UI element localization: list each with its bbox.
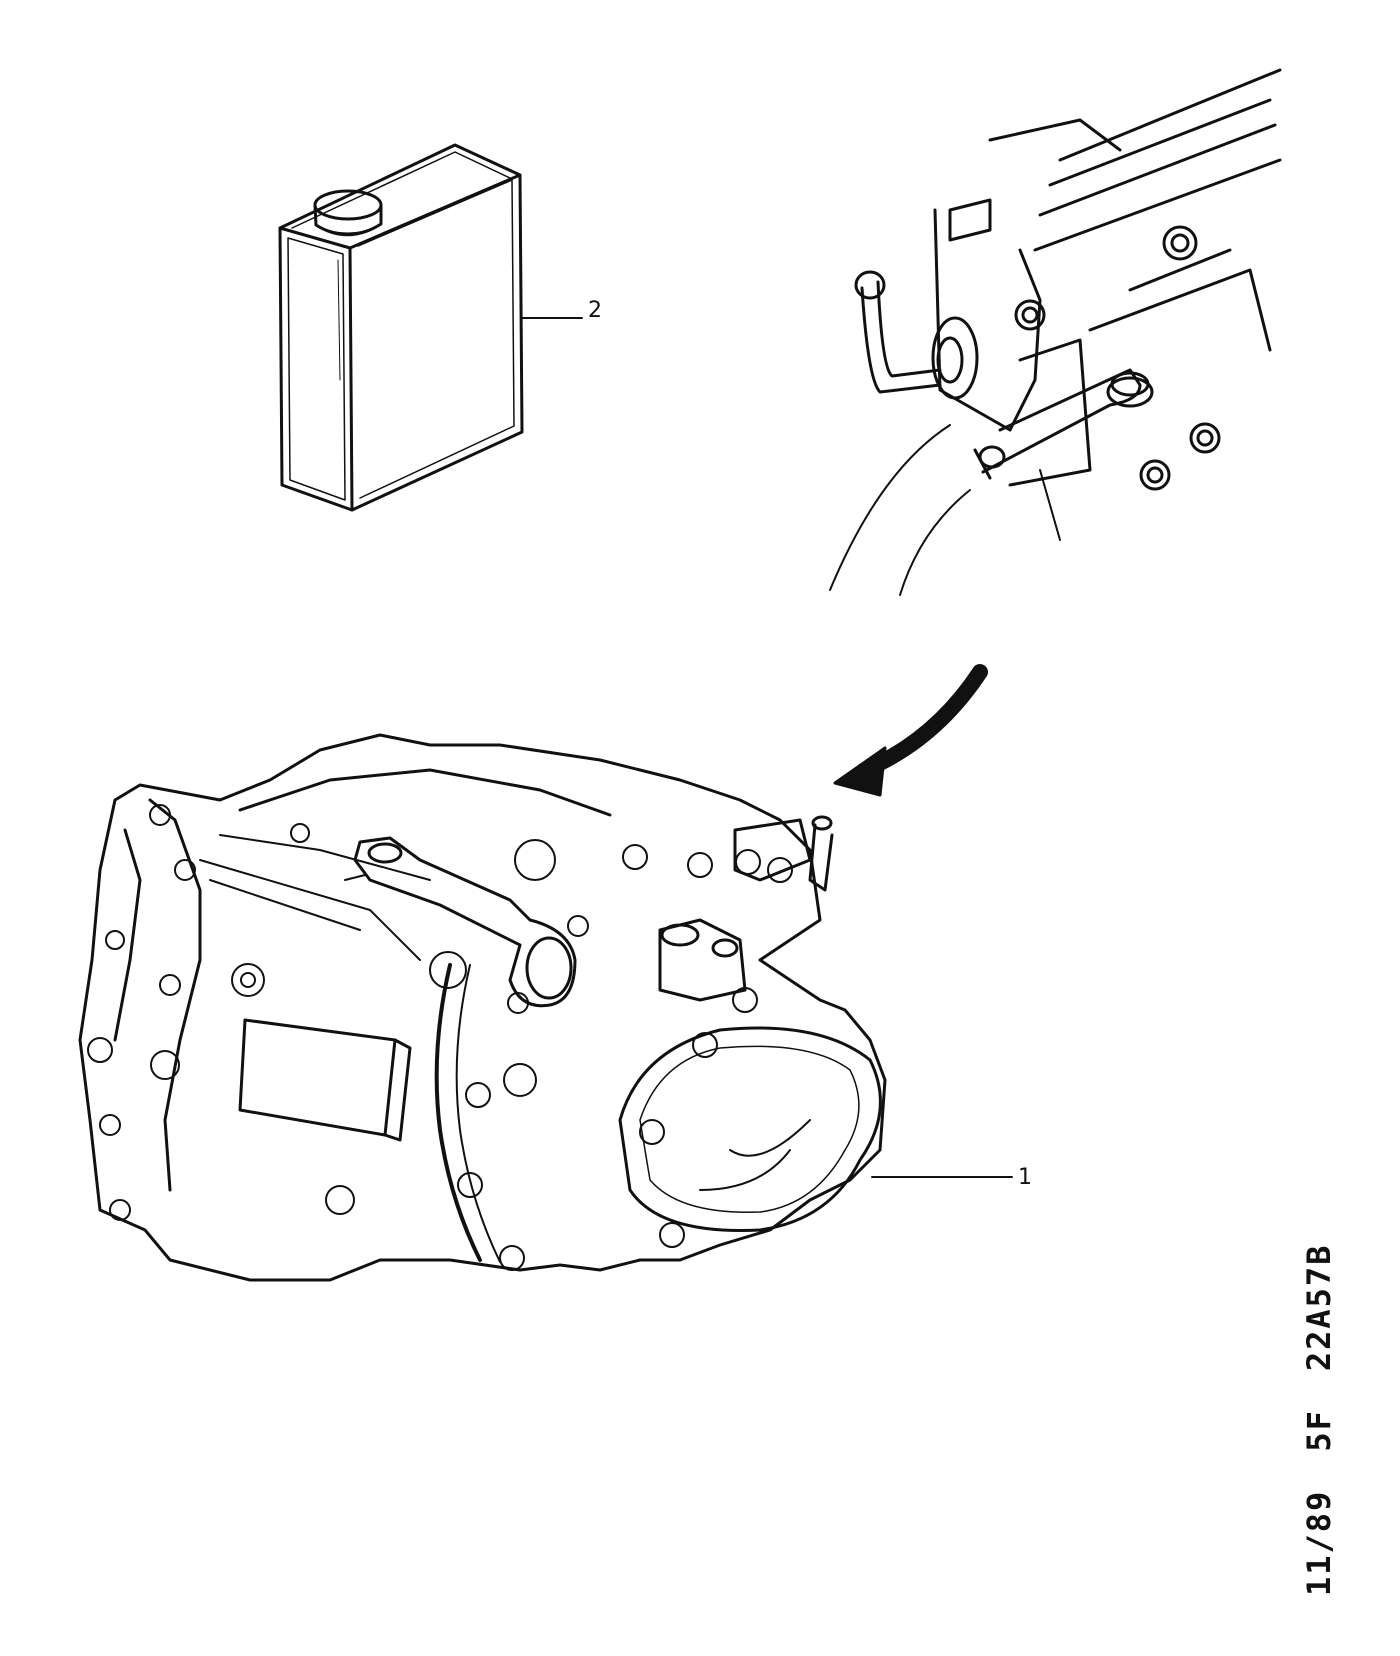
oil-can-icon bbox=[278, 143, 583, 512]
callout-label-1: 1 bbox=[1018, 1165, 1032, 1190]
reference-section: 5F bbox=[1300, 1409, 1338, 1452]
reference-plate: 22A57B bbox=[1300, 1243, 1338, 1372]
reference-date: 11/89 bbox=[1300, 1489, 1338, 1596]
callout-label-2: 2 bbox=[588, 298, 602, 323]
direction-arrow bbox=[833, 664, 988, 797]
gearbox-icon bbox=[78, 733, 1013, 1282]
drawing-reference-code: 11/89 5F 22A57B bbox=[1300, 1244, 1338, 1596]
selector-lever-detail bbox=[829, 68, 1282, 596]
